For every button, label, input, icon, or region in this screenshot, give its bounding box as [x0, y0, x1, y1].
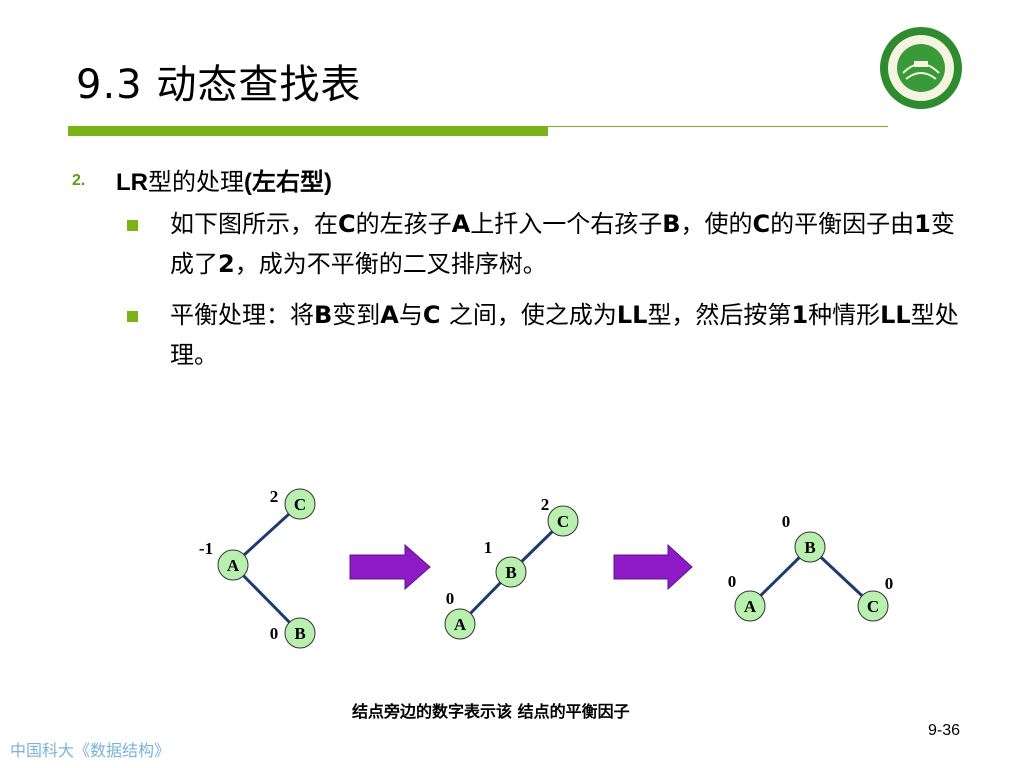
tree-node-b: B [794, 531, 826, 563]
footer-course-name: 中国科大《数据结构》 [10, 741, 171, 760]
svg-text:C: C [557, 512, 569, 531]
balance-factor-label: 2 [541, 495, 550, 514]
tree-node-c: C [857, 590, 889, 622]
balance-factor-label: 0 [270, 624, 279, 643]
bullet-paragraph-2: 平衡处理：将B变到A与C 之间，使之成为LL型，然后按第1种情形LL型处理。 [170, 301, 959, 369]
svg-text:A: A [744, 597, 757, 616]
svg-text:C: C [294, 495, 306, 514]
bullet-square-icon [127, 220, 138, 231]
balance-factor-label: -1 [199, 539, 213, 558]
svg-text:B: B [294, 624, 305, 643]
section-heading: LR型的处理(左右型) [116, 162, 332, 197]
tree-balanced-result: B 0 A 0 C 0 [728, 512, 894, 622]
balance-factor-label: 0 [446, 589, 455, 608]
heading-prefix: LR [116, 169, 148, 196]
tree-node-a: A [217, 549, 249, 581]
tree-node-b: B [284, 617, 316, 649]
balance-factor-label: 2 [270, 487, 279, 506]
heading-mid: 型的处理 [148, 168, 244, 196]
tree-after-rotation-step: C 2 B 1 A 0 [444, 495, 579, 640]
svg-text:B: B [505, 563, 516, 582]
transform-arrow-icon [613, 543, 693, 591]
balance-factor-label: 1 [484, 538, 493, 557]
bullet-paragraph-1: 如下图所示，在C的左孩子A上扦入一个右孩子B，使的C的平衡因子由1变成了2，成为… [170, 210, 955, 278]
tree-node-a: A [734, 590, 766, 622]
svg-text:A: A [227, 556, 240, 575]
list-number: 2. [72, 172, 86, 189]
svg-text:B: B [804, 538, 815, 557]
tree-before-insertion: C 2 A -1 B 0 [199, 487, 316, 649]
tree-node-b: B [495, 556, 527, 588]
tree-node-c: C [547, 505, 579, 537]
bullet-square-icon [127, 311, 138, 322]
balance-factor-label: 0 [782, 512, 791, 531]
tree-edge [231, 563, 302, 635]
balance-factor-label: 0 [728, 572, 737, 591]
heading-paren: (左右型) [244, 169, 332, 196]
title-underline-thick [68, 126, 548, 136]
diagram-caption: 结点旁边的数字表示该 结点的平衡因子 [352, 702, 630, 721]
tree-node-a: A [444, 608, 476, 640]
university-logo [880, 27, 962, 109]
balance-factor-label: 0 [885, 574, 894, 593]
page-number: 9-36 [928, 722, 961, 739]
svg-text:A: A [454, 615, 467, 634]
title-underline-thin [548, 126, 888, 127]
page-title: 9.3 动态查找表 [76, 62, 362, 108]
tree-node-c: C [284, 488, 316, 520]
svg-text:C: C [867, 597, 879, 616]
transform-arrow-icon [349, 543, 431, 591]
